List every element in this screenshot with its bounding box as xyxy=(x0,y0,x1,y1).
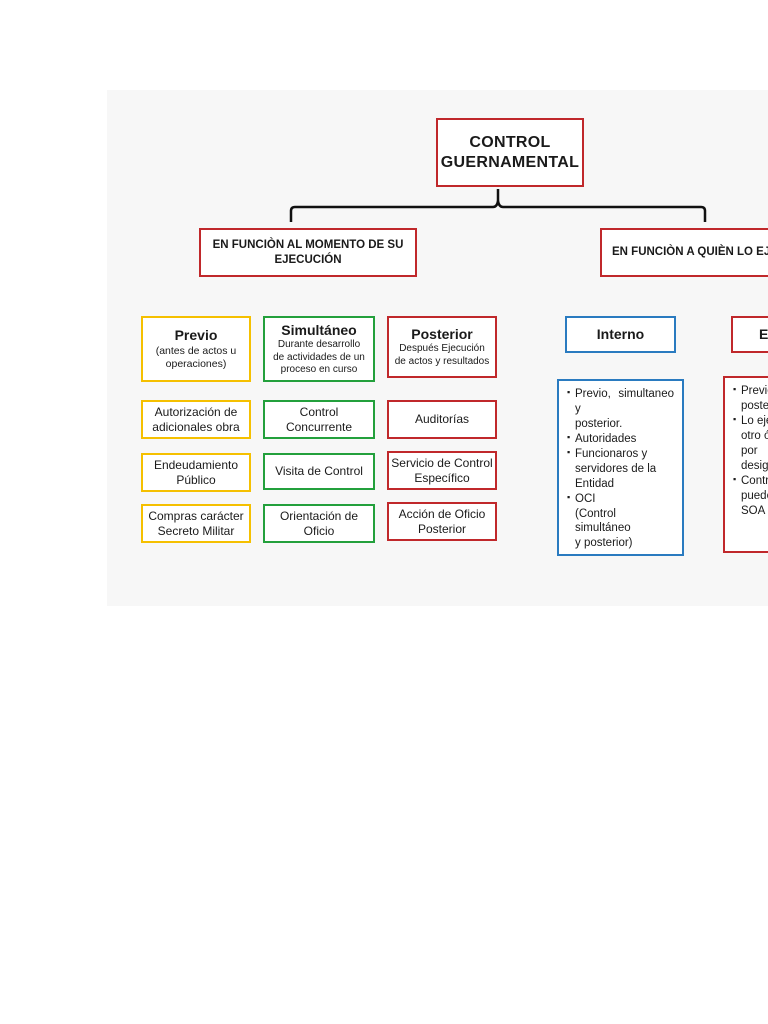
diagram-canvas: CONTROL GUERNAMENTAL EN FUNCIÒN AL MOMEN… xyxy=(107,90,768,606)
root-title-line2: GUERNAMENTAL xyxy=(440,153,580,171)
interno-bullet: OCI xyxy=(567,492,674,507)
interno-bullet: Autoridades xyxy=(567,432,674,447)
simultaneo-item: Visita de Control xyxy=(263,453,375,490)
interno-details: Previo, simultaneo y posterior. Autorida… xyxy=(557,379,684,556)
posterior-item-line2: Específico xyxy=(414,470,470,485)
previo-item-line1: Autorización de xyxy=(154,404,238,419)
previo-sub1: (antes de actos u xyxy=(155,344,237,357)
simultaneo-item-line2: Concurrente xyxy=(285,419,353,434)
simultaneo-title: Simultáneo xyxy=(281,321,357,338)
posterior-sub2: de actos y resultados xyxy=(394,355,490,367)
externo-bullet-cont: otro ó xyxy=(741,429,768,442)
previo-item-line2: adicionales obra xyxy=(152,419,240,434)
interno-bullet-cont: y posterior) xyxy=(575,537,633,550)
simultaneo-item-line2: Oficio xyxy=(303,523,335,538)
root-node: CONTROL GUERNAMENTAL xyxy=(436,118,584,187)
posterior-item-line2: Posterior xyxy=(417,521,467,536)
posterior-item-line1: Servicio de Control xyxy=(391,455,493,470)
externo-details: Previo posterio Lo eje otro ó por design… xyxy=(723,376,768,553)
simultaneo-sub1: Durante desarrollo xyxy=(277,339,361,350)
externo-bullet-cont: posterio xyxy=(741,399,768,412)
externo-bullet: Previo xyxy=(733,384,768,399)
category-quien-ejecuta: EN FUNCIÒN A QUIÈN LO EJE xyxy=(600,228,768,277)
root-title-line1: CONTROL xyxy=(469,133,551,151)
header-simultaneo: Simultáneo Durante desarrollo de activid… xyxy=(263,316,375,382)
simultaneo-item-line1: Orientación de xyxy=(279,508,359,523)
previo-item: Endeudamiento Público xyxy=(141,453,251,492)
simultaneo-item: Control Concurrente xyxy=(263,400,375,439)
posterior-title: Posterior xyxy=(411,325,473,342)
simultaneo-item: Orientación de Oficio xyxy=(263,504,375,543)
posterior-item-line1: Acción de Oficio xyxy=(398,506,486,521)
header-posterior: Posterior Después Ejecución de actos y r… xyxy=(387,316,497,378)
simultaneo-item-line1: Visita de Control xyxy=(275,464,363,478)
externo-bullet-cont: design xyxy=(741,459,768,472)
posterior-item: Auditorías xyxy=(387,400,497,439)
category-momento-line1: EN FUNCIÒN AL MOMENTO DE SU xyxy=(212,239,404,252)
externo-bullet: Lo eje xyxy=(733,414,768,429)
externo-bullet: Contro xyxy=(733,474,768,489)
posterior-item: Servicio de Control Específico xyxy=(387,451,497,490)
previo-item: Autorización de adicionales obra xyxy=(141,400,251,439)
header-externo: E xyxy=(731,316,768,353)
posterior-item-line1: Auditorías xyxy=(414,412,470,426)
header-interno: Interno xyxy=(565,316,676,353)
header-previo: Previo (antes de actos u operaciones) xyxy=(141,316,251,382)
previo-item-line2: Secreto Militar xyxy=(157,523,235,538)
interno-bullet-cont: servidores de la xyxy=(575,462,657,475)
interno-bullet-cont: (Control simultáneo xyxy=(575,507,631,535)
simultaneo-sub3: proceso en curso xyxy=(280,364,358,375)
externo-title: E xyxy=(759,325,768,342)
bracket-connector xyxy=(289,200,707,222)
category-momento-ejecucion: EN FUNCIÒN AL MOMENTO DE SU EJECUCIÓN xyxy=(199,228,417,277)
connector-lines xyxy=(289,189,707,222)
previo-item-line2: Público xyxy=(176,472,216,487)
externo-bullet-cont: puede xyxy=(741,489,768,502)
interno-title: Interno xyxy=(596,325,645,342)
posterior-item: Acción de Oficio Posterior xyxy=(387,502,497,541)
interno-bullet: Previo, simultaneo y xyxy=(567,387,674,417)
previo-item: Compras carácter Secreto Militar xyxy=(141,504,251,543)
previo-title: Previo xyxy=(174,327,218,344)
interno-bullet-cont: Entidad xyxy=(575,477,615,490)
interno-bullet-cont: posterior. xyxy=(575,417,623,430)
interno-bullet: Funcionaros y xyxy=(567,447,674,462)
previo-sub2: operaciones) xyxy=(165,357,227,370)
posterior-sub1: Después Ejecución xyxy=(399,343,485,355)
category-momento-line2: EJECUCIÓN xyxy=(274,253,342,266)
simultaneo-sub2: de actividades de un xyxy=(273,351,365,363)
category-quien-text: EN FUNCIÒN A QUIÈN LO EJE xyxy=(612,246,768,259)
externo-bullet-cont: SOA xyxy=(741,504,766,517)
simultaneo-item-line1: Control xyxy=(299,404,339,419)
externo-bullet-cont: por xyxy=(741,444,758,457)
previo-item-line1: Compras carácter xyxy=(148,508,244,523)
previo-item-line1: Endeudamiento xyxy=(153,457,239,472)
